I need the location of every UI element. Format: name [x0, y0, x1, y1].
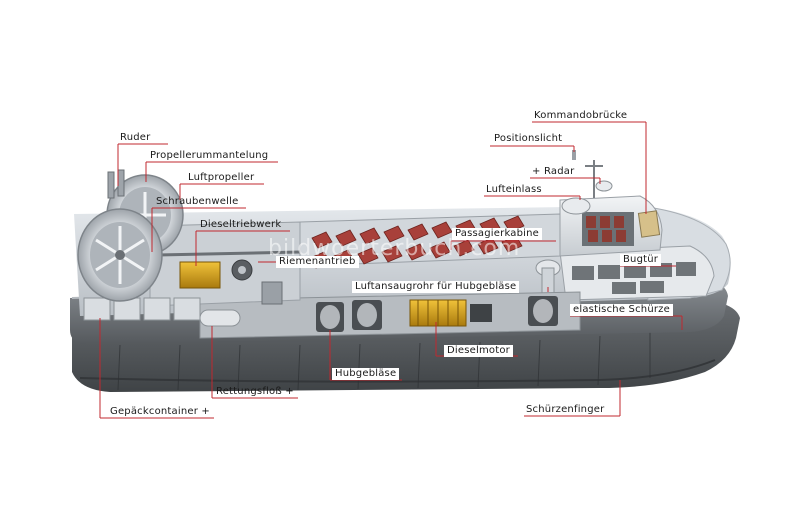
leader-lines: [99, 121, 683, 419]
propeller-ducts: [77, 169, 184, 302]
label-elastische-schuerze: elastische Schürze: [570, 304, 673, 316]
label-schuerzenfinger: Schürzenfinger: [526, 404, 605, 415]
label-schraubenwelle: Schraubenwelle: [156, 196, 239, 207]
label-rettungsfloss: Rettungsfloß +: [216, 386, 294, 397]
bridge-structure: [559, 150, 663, 257]
label-bugtuer: Bugtür: [620, 254, 662, 266]
label-dieselmotor: Dieselmotor: [444, 345, 513, 357]
label-luftpropeller: Luftpropeller: [188, 172, 255, 183]
label-luftansaugrohr: Luftansaugrohr für Hubgebläse: [352, 281, 520, 293]
label-hubgeblaese: Hubgebläse: [332, 368, 400, 380]
machinery-deck: [199, 291, 581, 339]
label-riemenantrieb: Riemenantrieb: [276, 256, 359, 268]
label-dieseltriebwerk: Dieseltriebwerk: [200, 219, 282, 230]
bow-cabin: [559, 245, 715, 301]
label-ruder: Ruder: [120, 132, 151, 143]
label-lufteinlass: Lufteinlass: [486, 184, 542, 195]
label-radar: + Radar: [532, 166, 575, 177]
label-propellerummantelung: Propellerummantelung: [150, 150, 269, 161]
label-passagierkabine: Passagierkabine: [452, 228, 543, 240]
life-raft: [199, 309, 241, 327]
label-kommandobruecke: Kommandobrücke: [534, 110, 628, 121]
label-positionslicht: Positionslicht: [494, 133, 563, 144]
label-gepaeckcontainer: Gepäckcontainer +: [110, 406, 211, 417]
